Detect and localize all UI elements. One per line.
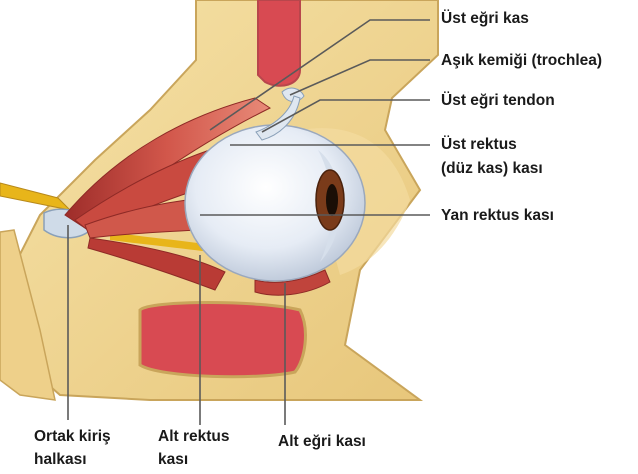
label-ust-egri-tendon: Üst eğri tendon bbox=[441, 91, 555, 110]
label-ust-egri-kas: Üst eğri kas bbox=[441, 9, 529, 28]
label-asik-kemigi: Aşık kemiği (trochlea) bbox=[441, 51, 602, 70]
label-ust-rektus-line1: Üst rektus bbox=[441, 135, 517, 154]
label-alt-rektus-line2: kası bbox=[158, 450, 188, 469]
eyeball bbox=[185, 125, 365, 281]
label-ortak-kiris-line2: halkası bbox=[34, 450, 87, 469]
label-alt-rektus-line1: Alt rektus bbox=[158, 427, 230, 446]
maxillary-sinus bbox=[140, 303, 305, 377]
label-ortak-kiris-line1: Ortak kiriş bbox=[34, 427, 111, 446]
label-ust-rektus-line2: (düz kas) kası bbox=[441, 159, 543, 178]
label-alt-egri-kas: Alt eğri kası bbox=[278, 432, 366, 451]
label-yan-rektus: Yan rektus kası bbox=[441, 206, 554, 225]
